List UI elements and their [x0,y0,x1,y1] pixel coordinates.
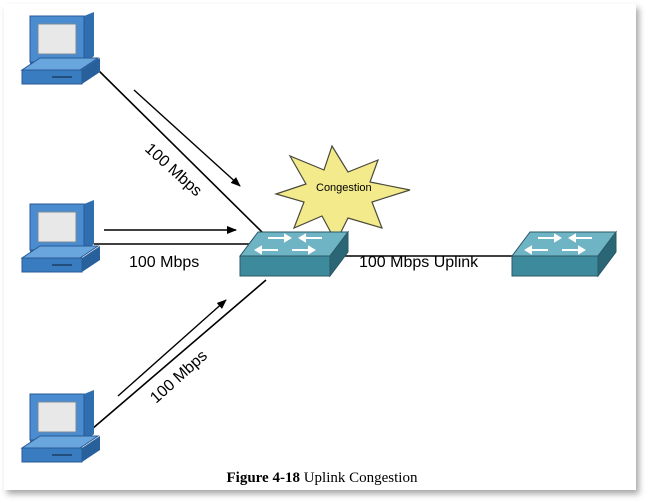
link-top-pc [91,63,267,237]
figure-caption: Figure 4-18 Uplink Congestion [4,470,640,487]
figure-title: Uplink Congestion [303,470,418,486]
figure-number: Figure 4-18 [226,470,300,486]
middle-link-speed-label: 100 Mbps [129,254,199,271]
network-diagram: 100 Mbps 100 Mbps 100 Mbps 100 Mbps Upli… [20,12,617,463]
uplink-speed-label: 100 Mbps Uplink [359,254,479,271]
pc-icon [20,200,100,273]
congestion-label: Congestion [316,182,372,194]
arrow-icon [133,89,241,187]
pc-icon [20,390,100,463]
pc-icon [20,12,100,85]
figure-frame: 100 Mbps 100 Mbps 100 Mbps 100 Mbps Upli… [4,4,636,490]
arrow-icon [117,299,227,397]
congestion-star-icon: Congestion [273,144,411,244]
top-link-speed-label: 100 Mbps [141,140,205,200]
bottom-link-speed-label: 100 Mbps [147,347,211,407]
switch-icon [239,230,349,278]
link-bottom-pc [91,279,267,430]
switch-icon [511,230,617,278]
